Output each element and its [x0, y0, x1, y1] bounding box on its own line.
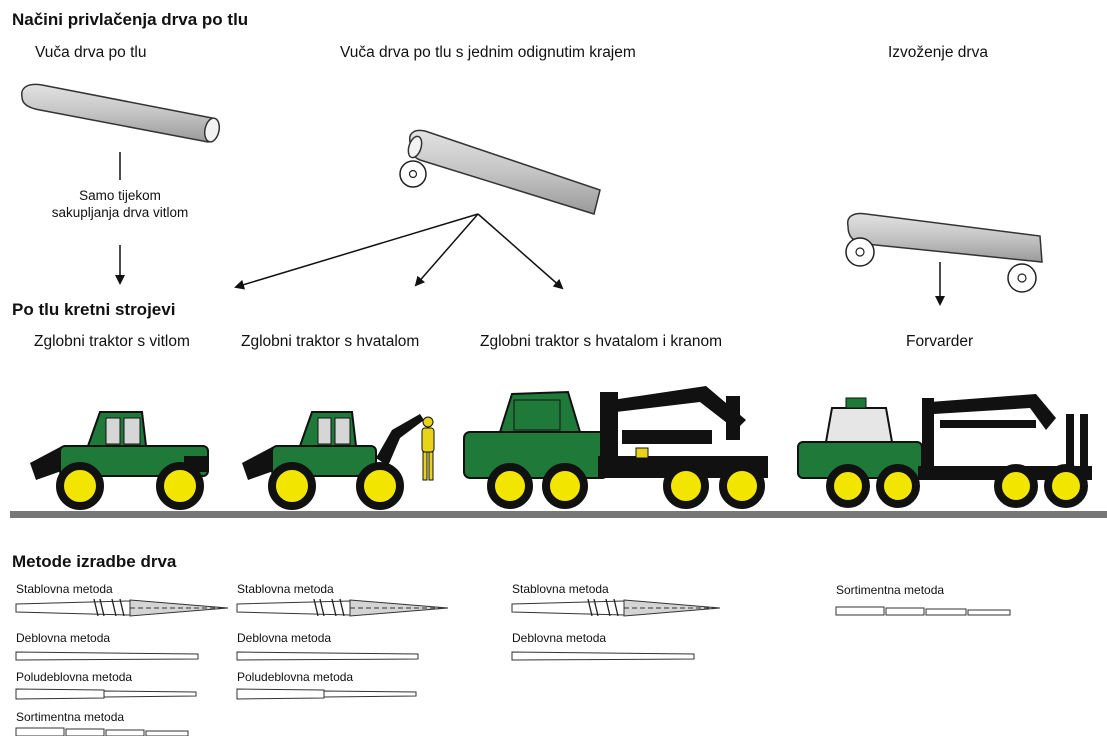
winch-note-line2: sakupljanja drva vitlom [51, 205, 189, 220]
method-half-stem-col1: Poludeblovna metoda [16, 670, 133, 684]
skidder-icon [30, 411, 209, 510]
arrow-icon [477, 213, 564, 290]
log-icon [21, 83, 221, 143]
method-assortment-col1: Sortimentna metoda [16, 710, 125, 724]
ground-line [10, 511, 1107, 518]
machine-label-grapple: Zglobni traktor s hvatalom [241, 333, 420, 350]
arrow-icon [234, 213, 479, 290]
wheel-icon [845, 237, 875, 267]
machine-label-forwarder: Forvarder [906, 333, 974, 350]
winch-note: Samo tijekom sakupljanja drva vitlom [40, 187, 200, 221]
log-icon [846, 212, 1043, 263]
skidder-icon [463, 386, 768, 509]
machine-label-winch: Zglobni traktor s vitlom [34, 333, 190, 350]
crown-icon [93, 598, 229, 617]
stem-icon [835, 606, 1011, 616]
method-tree-col1: Stablovna metoda [16, 582, 113, 596]
skidder-icon [242, 411, 424, 510]
heading-processing-methods: Metode izradbe drva [12, 552, 177, 571]
winch-note-line1: Samo tijekom [79, 188, 161, 203]
stem-icon [236, 688, 417, 700]
method-tree-col2: Stablovna metoda [237, 582, 334, 596]
arrow-icon [414, 213, 479, 287]
stem-icon [15, 651, 199, 661]
method-stem-col1: Deblovna metoda [16, 631, 111, 645]
heading-skidding-modes: Načini privlačenja drva po tlu [12, 10, 249, 29]
stem-icon [236, 651, 419, 661]
method-half-stem-col2: Poludeblovna metoda [237, 670, 354, 684]
crown-icon [587, 598, 721, 617]
wheel-icon [399, 160, 427, 188]
wheel-icon [1007, 263, 1037, 293]
operator-icon [421, 416, 435, 481]
mode-label-ground: Vuča drva po tlu [35, 44, 147, 61]
machine-label-grapple-crane: Zglobni traktor s hvatalom i kranom [480, 333, 723, 350]
heading-ground-machines: Po tlu kretni strojevi [12, 300, 176, 319]
mode-label-forwarding: Izvoženje drva [888, 44, 988, 61]
stem-icon [15, 688, 197, 700]
method-stem-col2: Deblovna metoda [237, 631, 332, 645]
method-tree-col3: Stablovna metoda [512, 582, 609, 596]
method-assortment-col4: Sortimentna metoda [836, 583, 945, 597]
forwarder-icon [797, 394, 1092, 508]
stem-icon [15, 727, 189, 736]
crown-icon [313, 598, 449, 617]
method-stem-col3: Deblovna metoda [512, 631, 607, 645]
log-icon [407, 129, 601, 215]
stem-icon [511, 651, 695, 661]
mode-label-one-end: Vuča drva po tlu s jednim odignutim kraj… [340, 44, 636, 61]
